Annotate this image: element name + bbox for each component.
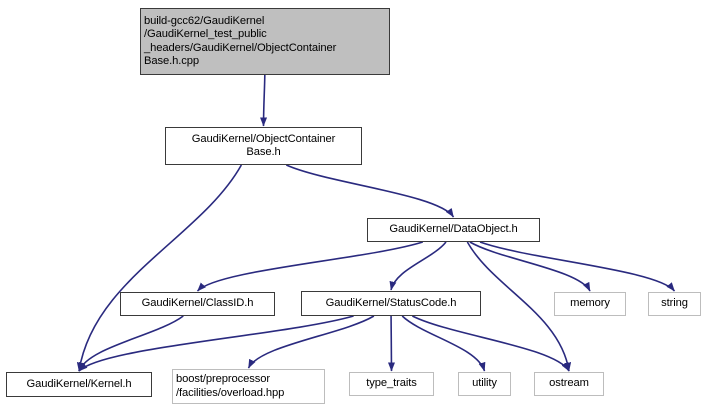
graph-node-memory[interactable]: memory [554,292,626,316]
graph-node-label: GaudiKernel/ObjectContainer Base.h [191,132,336,159]
graph-edge-dataobject-to-classid [196,241,424,292]
graph-edge-classid-to-kernel [78,315,184,372]
graph-node-label: memory [570,297,610,310]
graph-node-label: GaudiKernel/DataObject.h [389,223,518,236]
graph-node-classid[interactable]: GaudiKernel/ClassID.h [120,292,275,316]
graph-node-ostream[interactable]: ostream [534,372,604,396]
graph-node-label: GaudiKernel/StatusCode.h [325,296,457,309]
graph-edge-dataobject-to-memory [469,241,591,292]
graph-node-utility[interactable]: utility [458,372,511,396]
graph-node-label: GaudiKernel/ClassID.h [141,297,254,310]
graph-node-label: GaudiKernel/Kernel.h [26,377,132,390]
graph-edge-root-to-objectcontainerbase [260,74,268,127]
graph-node-root[interactable]: build-gcc62/GaudiKernel /GaudiKernel_tes… [140,8,390,75]
graph-edge-statuscode-to-utility [401,315,486,372]
graph-edge-dataobject-to-string [479,241,676,292]
graph-edge-dataobject-to-statuscode [389,241,447,291]
graph-node-string[interactable]: string [648,292,701,316]
graph-node-label: type_traits [366,377,417,390]
graph-edge-statuscode-to-kernel [78,315,354,372]
graph-node-type_traits[interactable]: type_traits [349,372,434,396]
graph-node-label: boost/preprocessor /facilities/overload.… [176,373,285,399]
graph-edge-statuscode-to-boost [247,315,375,369]
graph-node-label: build-gcc62/GaudiKernel /GaudiKernel_tes… [144,14,337,68]
graph-node-label: ostream [549,377,589,390]
graph-node-objectcontainerbase[interactable]: GaudiKernel/ObjectContainer Base.h [165,127,362,165]
graph-edge-objectcontainerbase-to-dataobject [285,164,455,218]
graph-node-kernel[interactable]: GaudiKernel/Kernel.h [6,372,152,397]
graph-node-dataobject[interactable]: GaudiKernel/DataObject.h [367,218,540,242]
graph-node-label: utility [472,377,497,390]
graph-edge-statuscode-to-ostream [412,315,570,372]
graph-node-statuscode[interactable]: GaudiKernel/StatusCode.h [301,291,481,316]
graph-edge-objectcontainerbase-to-kernel [76,164,243,372]
graph-node-label: string [661,297,688,310]
graph-node-boost[interactable]: boost/preprocessor /facilities/overload.… [172,369,325,404]
